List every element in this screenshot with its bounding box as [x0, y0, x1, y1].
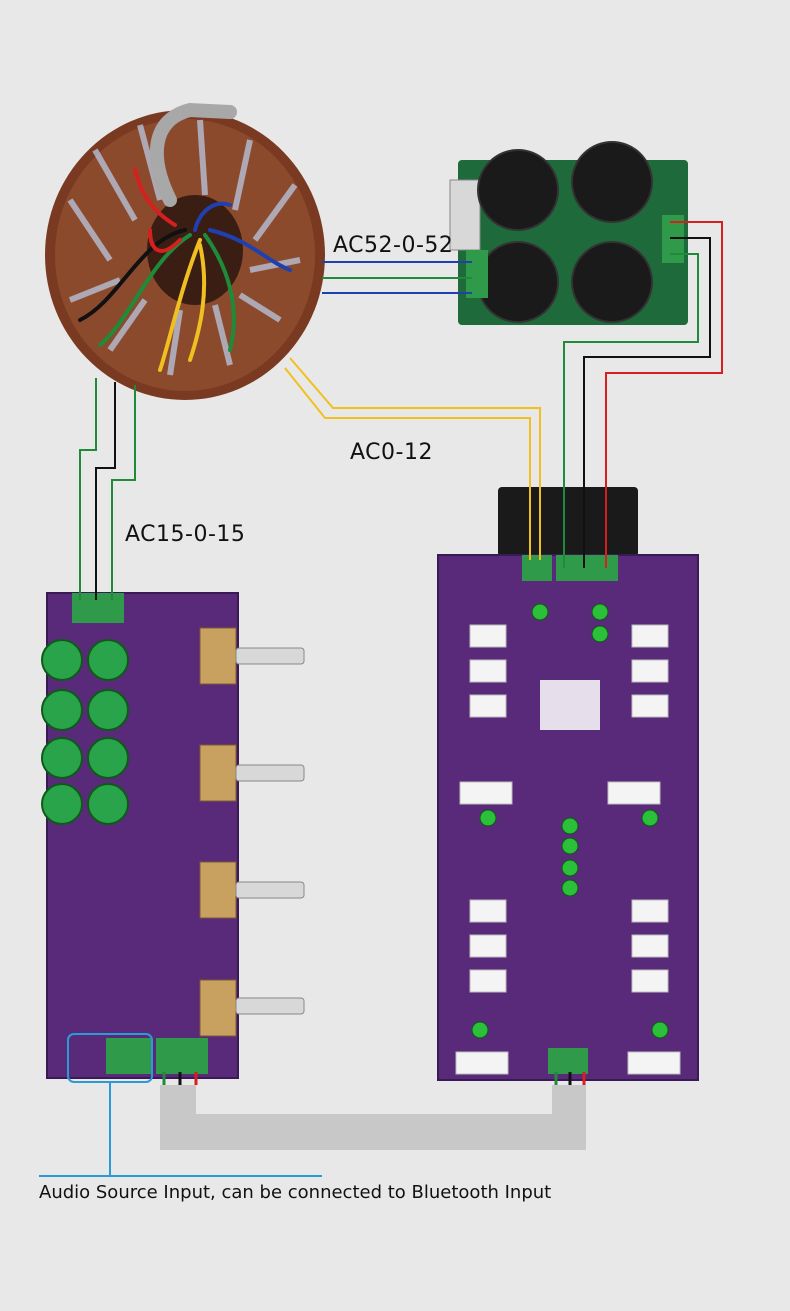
label-ac0-12: AC0-12	[350, 440, 433, 465]
label-ac15: AC15-0-15	[125, 522, 246, 547]
toroidal-transformer	[45, 102, 325, 400]
preamp-tone-board	[41, 592, 305, 1079]
amplifier-board	[437, 487, 699, 1081]
audio-input-caption: Audio Source Input, can be connected to …	[39, 1182, 552, 1203]
wires	[79, 221, 723, 1085]
potentiometer-shafts	[235, 647, 305, 1015]
potentiometers	[199, 627, 237, 1037]
label-ac52: AC52-0-52	[333, 233, 454, 258]
power-supply-board	[449, 141, 688, 325]
filter-capacitors	[477, 141, 653, 323]
signal-cable	[160, 1085, 586, 1150]
